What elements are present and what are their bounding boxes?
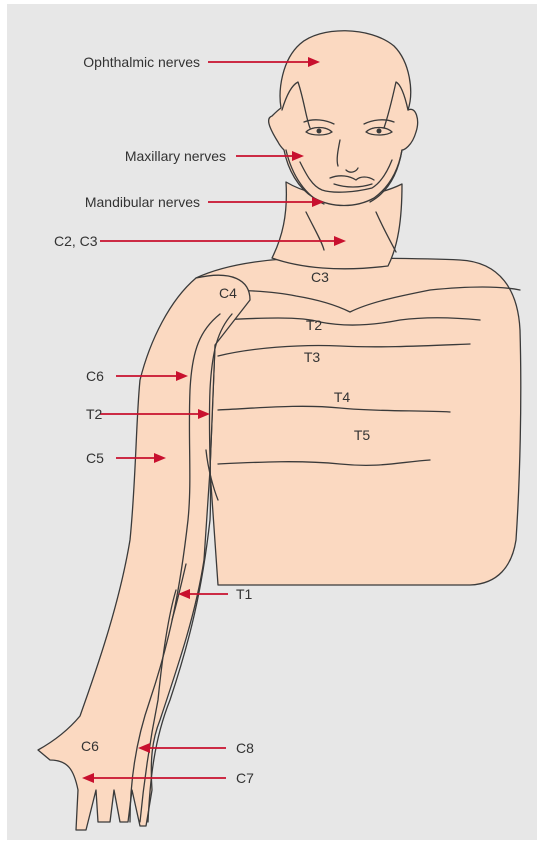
region-t2: T2 xyxy=(306,317,323,333)
label-c6-arm: C6 xyxy=(86,368,104,384)
region-t5: T5 xyxy=(354,427,371,443)
label-c5: C5 xyxy=(86,450,104,466)
label-c2-c3: C2, C3 xyxy=(54,233,98,249)
label-t2-arm: T2 xyxy=(86,406,103,422)
label-ophthalmic: Ophthalmic nerves xyxy=(83,54,200,70)
label-c7: C7 xyxy=(236,770,254,786)
region-c6-hand: C6 xyxy=(81,738,99,754)
label-maxillary: Maxillary nerves xyxy=(125,148,226,164)
label-c8: C8 xyxy=(236,740,254,756)
region-t4: T4 xyxy=(334,389,351,405)
region-t3: T3 xyxy=(304,349,321,365)
label-mandibular: Mandibular nerves xyxy=(85,194,200,210)
label-t1: T1 xyxy=(236,586,253,602)
region-c3: C3 xyxy=(311,269,329,285)
region-c4: C4 xyxy=(219,285,237,301)
